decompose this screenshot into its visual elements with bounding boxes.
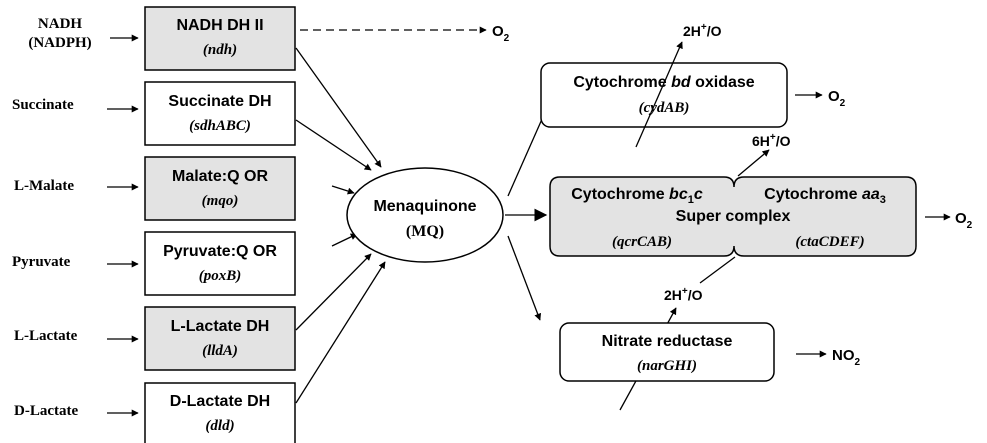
arrow-mq-nitrate (507, 235, 542, 321)
box-supercomplex (549, 176, 917, 257)
arrow-sdh-mq (295, 119, 372, 171)
product-o2-ndh: O2 (492, 23, 510, 44)
box-mqo-name: Malate:Q OR (172, 168, 268, 185)
menaquinone-name: Menaquinone (373, 198, 476, 215)
bc1c-name: Cytochrome bc1c (571, 186, 703, 206)
supercomplex-label: Super complex (676, 208, 791, 225)
arrow-llda-mq (295, 253, 372, 331)
substrate-d-lactate: D-Lactate (14, 403, 78, 419)
bd-proton-line (635, 41, 683, 148)
nitrate-link-line (699, 256, 736, 284)
box-ndh-name: NADH DH II (176, 17, 263, 34)
box-nitrate (559, 322, 775, 382)
box-cyt-bd (540, 62, 788, 128)
arrow-mqo-mq (331, 185, 355, 195)
box-llda-gene: (lldA) (202, 343, 238, 359)
substrate-nadh: NADH (38, 16, 82, 32)
substrate-l-lactate: L-Lactate (14, 328, 78, 344)
arrow-dld-mq (295, 261, 386, 404)
box-ndh-gene: (ndh) (203, 42, 237, 58)
box-dld-gene: (dld) (205, 418, 234, 434)
box-sdh-gene: (sdhABC) (189, 118, 251, 134)
substrate-l-malate: L-Malate (14, 178, 74, 194)
box-llda (144, 306, 296, 371)
box-mqo (144, 156, 296, 221)
supercomplex-proton-line (737, 149, 770, 177)
box-dld (144, 382, 296, 443)
box-poxb-name: Pyruvate:Q OR (163, 243, 277, 260)
cyt-bd-gene: (cydAB) (639, 100, 690, 116)
box-mqo-gene: (mqo) (202, 193, 239, 209)
product-no2: NO2 (832, 347, 861, 368)
nitrate-gene: (narGHI) (637, 358, 697, 374)
substrate-nadph: (NADPH) (28, 35, 91, 51)
supercomplex-gene-left: (qcrCAB) (612, 234, 672, 250)
box-ndh (144, 6, 296, 71)
bd-proton-label: 2H+/O (683, 22, 722, 39)
arrow-poxb-mq (331, 233, 358, 247)
box-llda-name: L-Lactate DH (171, 318, 270, 335)
box-dld-name: D-Lactate DH (170, 393, 270, 410)
nitrate-proton-label: 2H+/O (664, 286, 703, 303)
product-o2-bd: O2 (828, 88, 846, 109)
supercomplex-proton-label: 6H+/O (752, 132, 791, 149)
menaquinone-ellipse (346, 167, 504, 263)
box-poxb-gene: (poxB) (199, 268, 242, 284)
nitrate-name: Nitrate reductase (602, 333, 733, 350)
box-sdh-name: Succinate DH (168, 93, 271, 110)
menaquinone-abbr: (MQ) (406, 223, 444, 240)
supercomplex-gene-right: (ctaCDEF) (795, 234, 864, 250)
box-sdh (144, 81, 296, 146)
substrate-succinate: Succinate (12, 97, 74, 113)
product-o2-supercomplex: O2 (955, 210, 973, 231)
substrate-pyruvate: Pyruvate (12, 254, 71, 270)
box-poxb (144, 231, 296, 296)
cyt-bd-name: Cytochrome bd oxidase (573, 74, 754, 91)
arrow-ndh-mq (295, 47, 382, 168)
aa3-name: Cytochrome aa3 (764, 186, 886, 206)
